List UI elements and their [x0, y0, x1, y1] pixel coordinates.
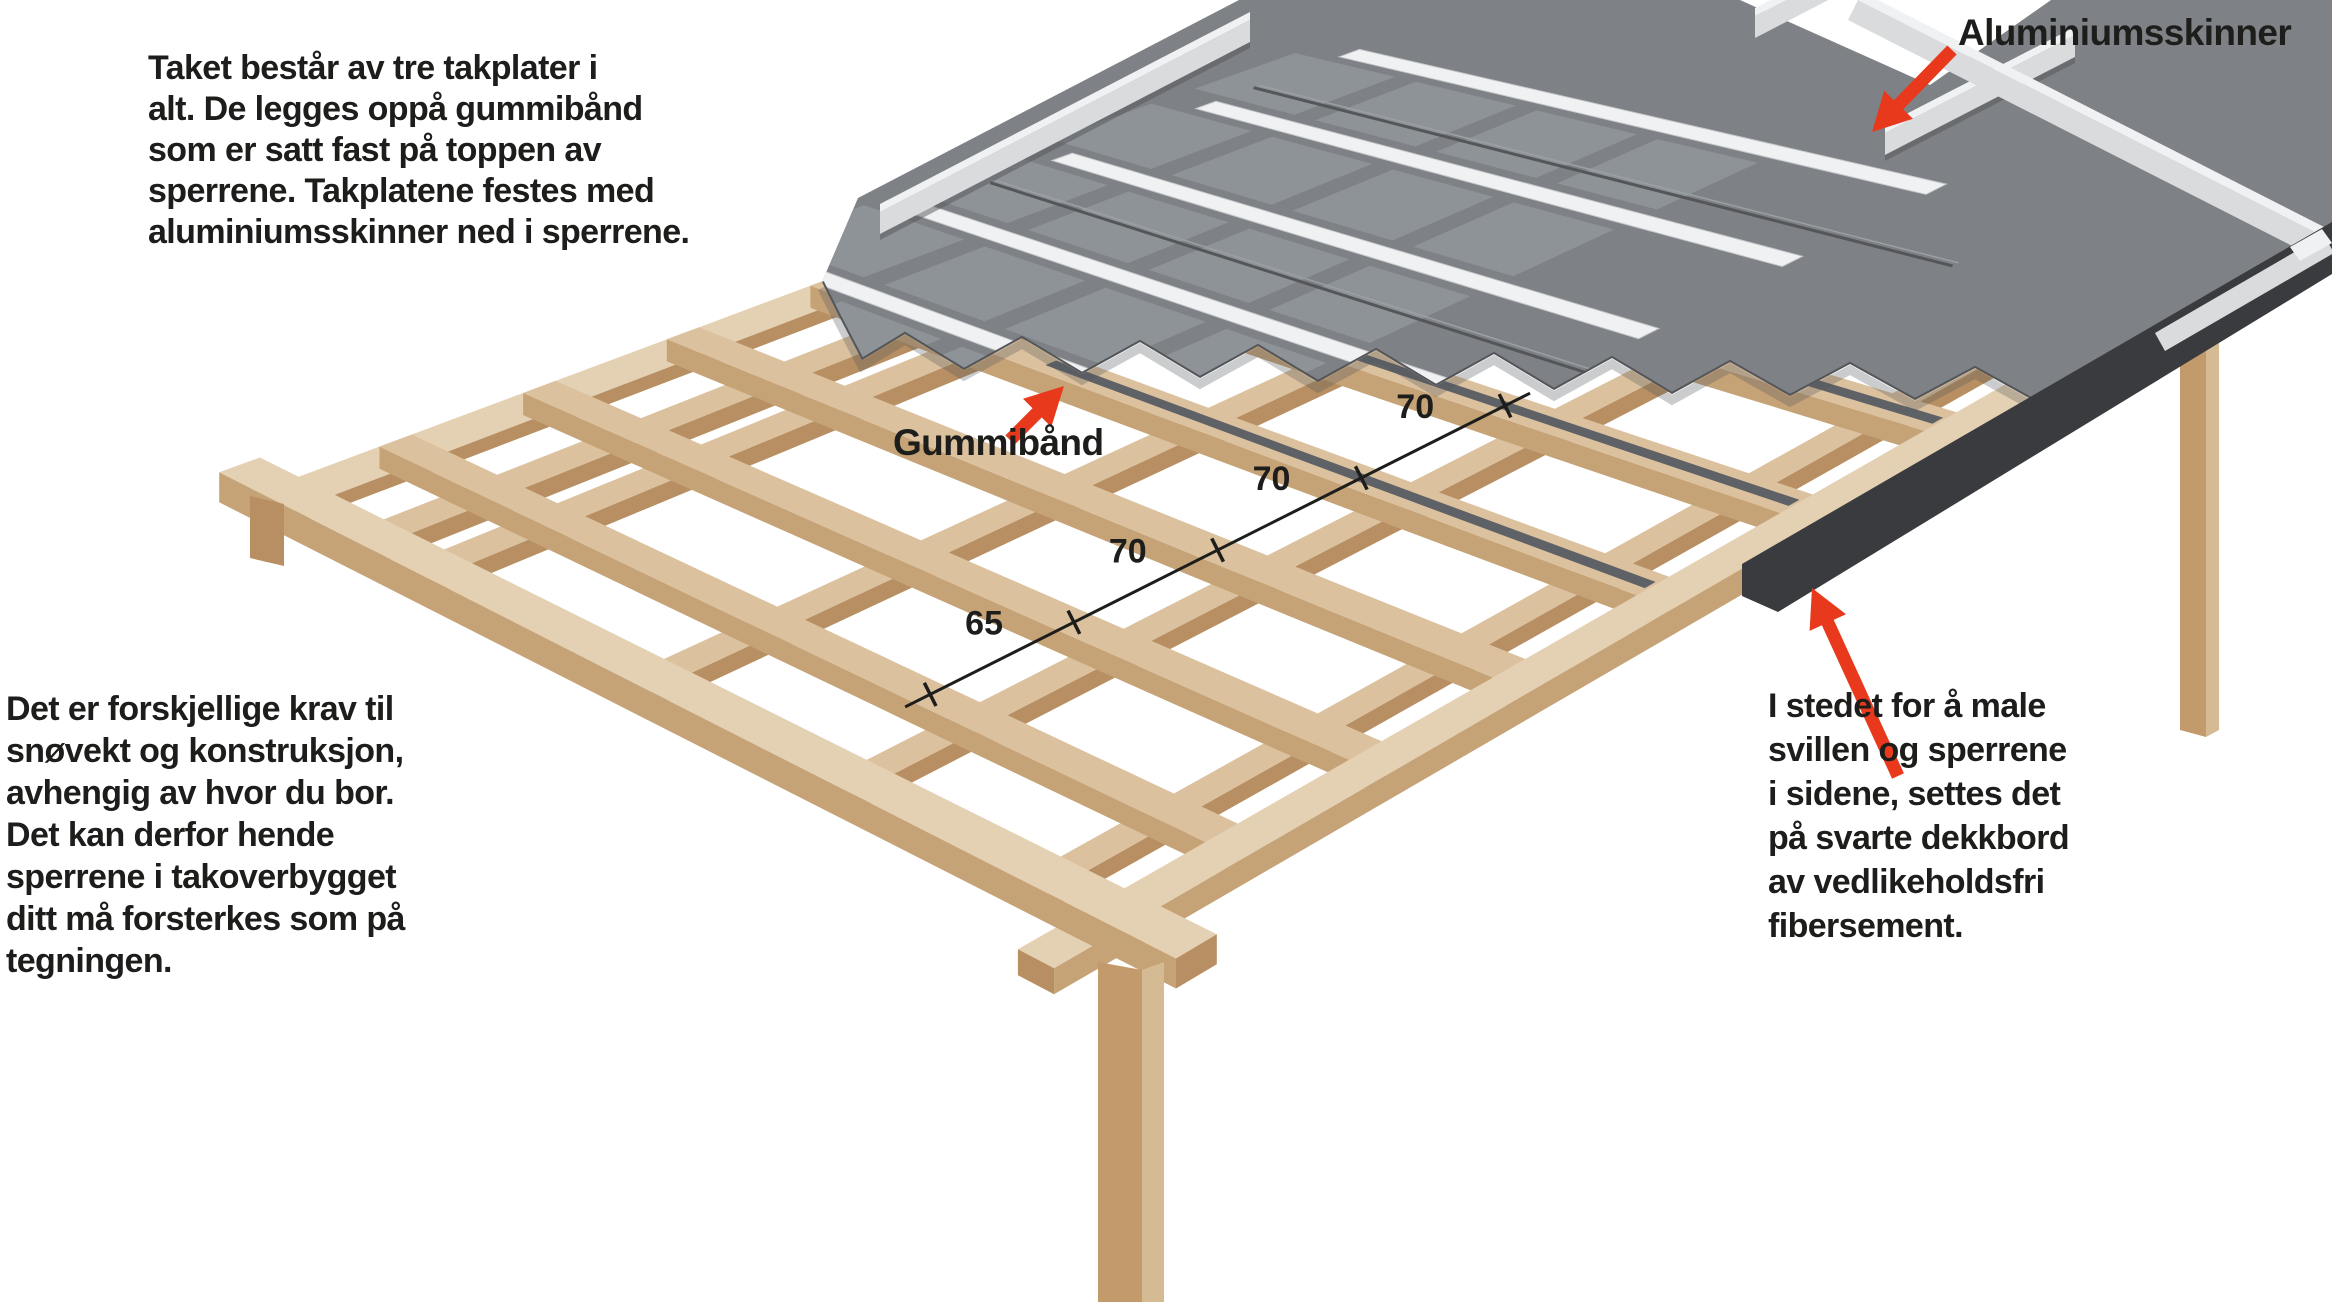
right-note-line: på svarte dekkbord [1768, 819, 2070, 857]
plate-reflection-patch [884, 246, 1085, 322]
edge-strip-highlight [880, 12, 1250, 212]
left-note-line: ditt må forsterkes som på [6, 900, 405, 938]
left-note-text: Det er forskjellige krav til snøvekt og … [6, 688, 466, 982]
arrow-fascia-shaft [1816, 608, 1904, 779]
front-left-rim-side [219, 472, 1176, 989]
intro-text: Taket består av tre takplater i alt. De … [148, 48, 848, 253]
edge-strip-shadow [880, 42, 1250, 240]
top-right-edge-highlight [1858, 0, 2332, 240]
rafter-side [810, 285, 1673, 631]
right-note-line: fibersement. [1768, 907, 1964, 945]
aluminium-rail [1337, 48, 1948, 195]
left-note-line: avhengig av hvor du bor. [6, 774, 395, 812]
rafter-side [523, 393, 1386, 798]
left-note-line: tegningen. [6, 942, 172, 980]
dimension-tick [1210, 537, 1225, 563]
plate-reflection-patch [1194, 53, 1396, 115]
arrow-gummiband-head [1023, 386, 1064, 427]
plate-reflection-patch [1050, 103, 1252, 169]
plate-reflection-patch [1413, 202, 1614, 277]
eave-rim-end [1017, 949, 1055, 995]
edge-strip-highlight [1755, 0, 1786, 16]
arrow-aluminium-rails-head [1872, 90, 1913, 132]
right-post-front [2180, 328, 2206, 737]
eave-rim-top [1017, 226, 2318, 969]
plate-seam-highlight [1259, 84, 1959, 264]
gummiband-label: Gummibånd [893, 422, 1104, 463]
rafter-side [379, 446, 1242, 882]
dimension-value: 65 [965, 605, 1003, 643]
rafter-side [666, 339, 1530, 715]
rafter-top [523, 380, 1418, 776]
right-post-side [2206, 328, 2219, 737]
plate-reflection-patch [1005, 287, 1206, 366]
dimension-tick [1066, 609, 1082, 635]
dimension-value: 70 [1396, 388, 1434, 426]
eave-hook-profile [2155, 235, 2332, 351]
intro-line: aluminiumsskinner ned i sperrene. [148, 213, 690, 251]
rubber-band-strip [1045, 360, 1656, 589]
corner-leg-stub [250, 496, 284, 566]
plate-seam [989, 181, 1690, 404]
dimension-value: 70 [1109, 532, 1147, 570]
rafter-top [666, 327, 1562, 693]
dimension-tick [922, 681, 938, 707]
left-note-line: Det kan derfor hende [6, 816, 335, 854]
edge-strip [1755, 0, 1829, 38]
plate-seam [1253, 86, 1953, 268]
aluminium-rails-label: Aluminiumsskinner [1958, 12, 2292, 53]
intro-line: alt. De legges oppå gummibånd [148, 90, 643, 128]
top-right-edge-base [1848, 0, 2330, 260]
callout-arrows [1005, 45, 1957, 779]
right-note-line: i sidene, settes det [1768, 775, 2061, 813]
right-note-line: svillen og sperrene [1768, 731, 2067, 769]
left-note-line: sperrene i takoverbygget [6, 858, 397, 896]
posts [1098, 328, 2219, 1302]
front-left-rim-top [219, 457, 1217, 959]
arrow-aluminium-rails [1872, 45, 1957, 132]
edge-strip [880, 20, 1250, 234]
plate-reflection-patch [1171, 136, 1373, 205]
arrow-aluminium-rails-shaft [1885, 45, 1957, 118]
plate-reflection-patch [1292, 169, 1494, 241]
dimension-line: 65 70 70 70 [904, 388, 1531, 709]
front-left-rim-beam [219, 457, 1217, 989]
leg-stub [250, 496, 284, 566]
aluminium-rail [1050, 152, 1661, 340]
left-note-line: snøvekt og konstruksjon, [6, 732, 404, 770]
aluminium-rail [1193, 100, 1805, 268]
right-note-line: I stedet for å male [1768, 687, 2046, 725]
top-right-edge-profile [1848, 0, 2332, 260]
black-fascia-board [1742, 222, 2332, 612]
arrow-gummiband [1005, 386, 1064, 445]
plate-reflection-patch [822, 205, 965, 278]
arrow-fascia [1809, 588, 1904, 779]
intro-line: som er satt fast på toppen av [148, 131, 602, 169]
plate-reflection-patch [1315, 81, 1516, 147]
plate-reflection-patch [1556, 139, 1758, 210]
left-note-line: Det er forskjellige krav til [6, 690, 394, 728]
intro-line: Taket består av tre takplater i [148, 49, 598, 87]
plate-edge-shadow [817, 285, 2162, 416]
plate-shadow [817, 285, 2162, 416]
front-left-rim-end [1176, 934, 1217, 989]
arrow-fascia-head [1809, 588, 1846, 631]
plate-cut-edge [822, 281, 2161, 404]
intro-line: sperrene. Takplatene festes med [148, 172, 655, 210]
dimension-tick [1497, 393, 1513, 419]
plate-seam-highlight [996, 179, 1696, 403]
eave-hook-tab [2290, 229, 2332, 261]
rafter-top [379, 434, 1274, 860]
center-post-side [1142, 962, 1164, 1302]
dimension-tick [1353, 465, 1369, 491]
center-post-front [1098, 962, 1142, 1302]
right-note-text: I stedet for å male svillen og sperrene … [1768, 684, 2128, 948]
right-note-line: av vedlikeholdsfri [1768, 863, 2045, 901]
edge-strip [1885, 35, 2075, 155]
plate-reflection-patch [1436, 110, 1637, 178]
dimension-value: 70 [1253, 460, 1291, 498]
